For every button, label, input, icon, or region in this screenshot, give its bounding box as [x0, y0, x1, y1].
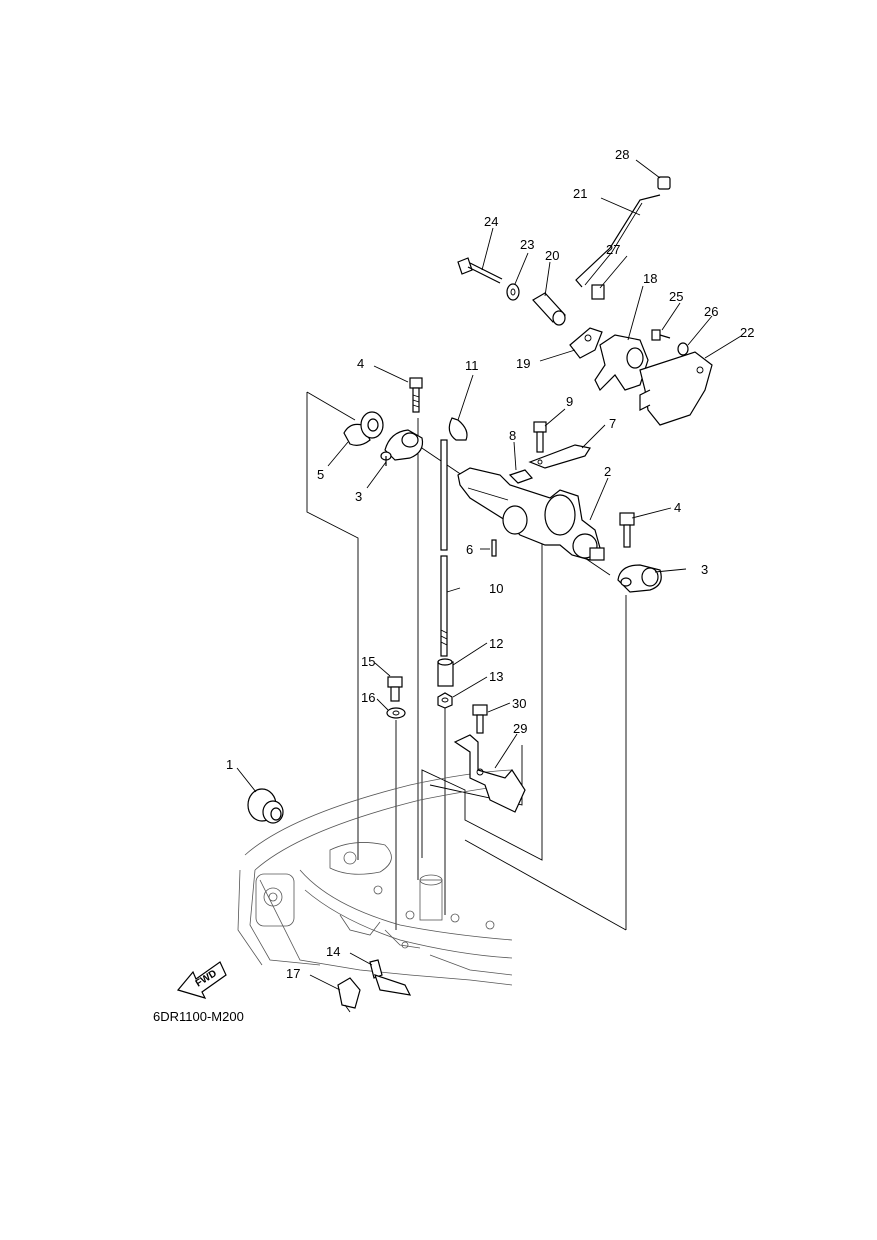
shift-lever-part-2: [457, 467, 605, 561]
bracket-part-18: [594, 334, 649, 392]
callout-4-left: 4: [357, 356, 364, 371]
callout-10: 10: [489, 581, 503, 596]
callout-5: 5: [317, 467, 324, 482]
diagram-code: 6DR1100-M200: [153, 1009, 244, 1024]
bracket-part-22: [639, 351, 713, 426]
callout-7: 7: [609, 416, 616, 431]
callout-16: 16: [361, 690, 375, 705]
bolt-part-25: [651, 329, 671, 341]
holder-part-3-right: [617, 564, 662, 593]
bolt-part-4-left: [409, 377, 423, 413]
clip-part-14: [369, 959, 412, 996]
fwd-arrow-icon: FWD: [176, 961, 227, 999]
joint-part-12: [437, 658, 454, 687]
callout-19: 19: [516, 356, 530, 371]
callout-2: 2: [604, 464, 611, 479]
callout-12: 12: [489, 636, 503, 651]
washer-part-23: [506, 283, 520, 301]
callout-20: 20: [545, 248, 559, 263]
shift-rod-part-10: [440, 439, 448, 657]
callout-14: 14: [326, 944, 340, 959]
pin-part-6: [491, 539, 497, 557]
grommet-part-1: [247, 788, 284, 824]
callout-13: 13: [489, 669, 503, 684]
callout-28: 28: [615, 147, 629, 162]
callout-24: 24: [484, 214, 498, 229]
callout-26: 26: [704, 304, 718, 319]
callout-27: 27: [606, 242, 620, 257]
callout-8: 8: [509, 428, 516, 443]
callout-3-right: 3: [701, 562, 708, 577]
callout-29: 29: [513, 721, 527, 736]
holder-part-3-left: [380, 429, 424, 466]
callout-30: 30: [512, 696, 526, 711]
bolt-part-24: [457, 257, 503, 284]
callout-3-left: 3: [355, 489, 362, 504]
callout-21: 21: [573, 186, 587, 201]
plate-part-8: [508, 469, 534, 484]
holder-part-7: [528, 444, 591, 469]
callout-23: 23: [520, 237, 534, 252]
collar-part-5: [343, 411, 384, 446]
callout-1: 1: [226, 757, 233, 772]
callout-25: 25: [669, 289, 683, 304]
link-part-19: [569, 327, 603, 359]
callout-6: 6: [466, 542, 473, 557]
leader-lines: [236, 159, 742, 991]
clip-part-27: [591, 284, 605, 300]
rod-part-21: [575, 194, 661, 288]
collar-part-20: [532, 292, 566, 326]
callout-9: 9: [566, 394, 573, 409]
washer-part-26: [677, 342, 689, 356]
callout-17: 17: [286, 966, 300, 981]
cap-part-28: [657, 176, 671, 190]
callout-18: 18: [643, 271, 657, 286]
clip-part-11: [448, 417, 468, 441]
bolt-part-9: [533, 421, 547, 453]
clip-part-17: [337, 977, 361, 1013]
nut-part-13: [437, 692, 453, 709]
washer-part-16: [386, 707, 406, 719]
callout-22: 22: [740, 325, 754, 340]
bottom-cowling: [237, 769, 513, 986]
callout-labels: 1 2 3 3 4 4 5 6 7 8 9 10 11 12 13 14 15 …: [226, 147, 754, 981]
bolt-part-15: [387, 676, 403, 702]
bracket-part-29: [453, 734, 526, 813]
bolt-part-4-right: [619, 512, 635, 548]
callout-11: 11: [465, 358, 479, 373]
bolt-part-30: [472, 704, 488, 734]
callout-4-right: 4: [674, 500, 681, 515]
callout-15: 15: [361, 654, 375, 669]
